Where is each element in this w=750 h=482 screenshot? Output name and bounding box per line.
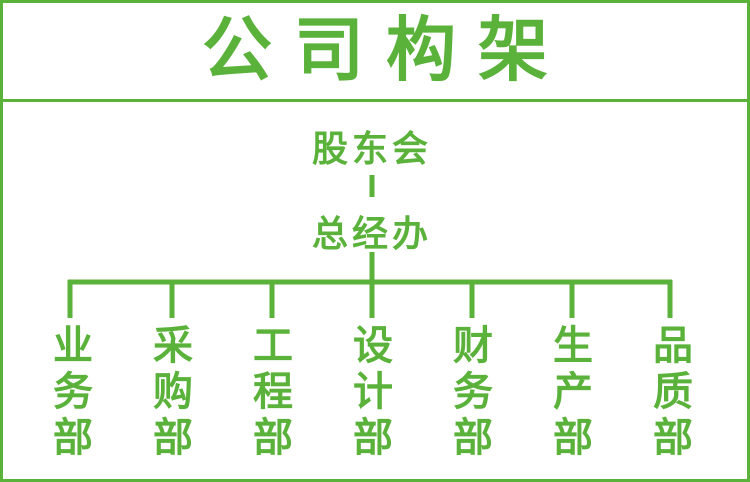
- dept-node: 生产部: [553, 323, 593, 461]
- dept-node: 品质部: [653, 323, 693, 461]
- dept-node: 设计部: [353, 323, 393, 461]
- title-bar: 公司构架: [0, 0, 750, 102]
- dept-node: 工程部: [253, 323, 293, 461]
- office-node-general-manager: 总经办: [311, 214, 433, 255]
- dept-node: 财务部: [453, 323, 493, 461]
- page-title: 公司构架: [202, 8, 570, 91]
- root-node-shareholders: 股东会: [311, 129, 433, 170]
- dept-node: 采购部: [153, 323, 193, 461]
- dept-node: 业务部: [53, 323, 93, 461]
